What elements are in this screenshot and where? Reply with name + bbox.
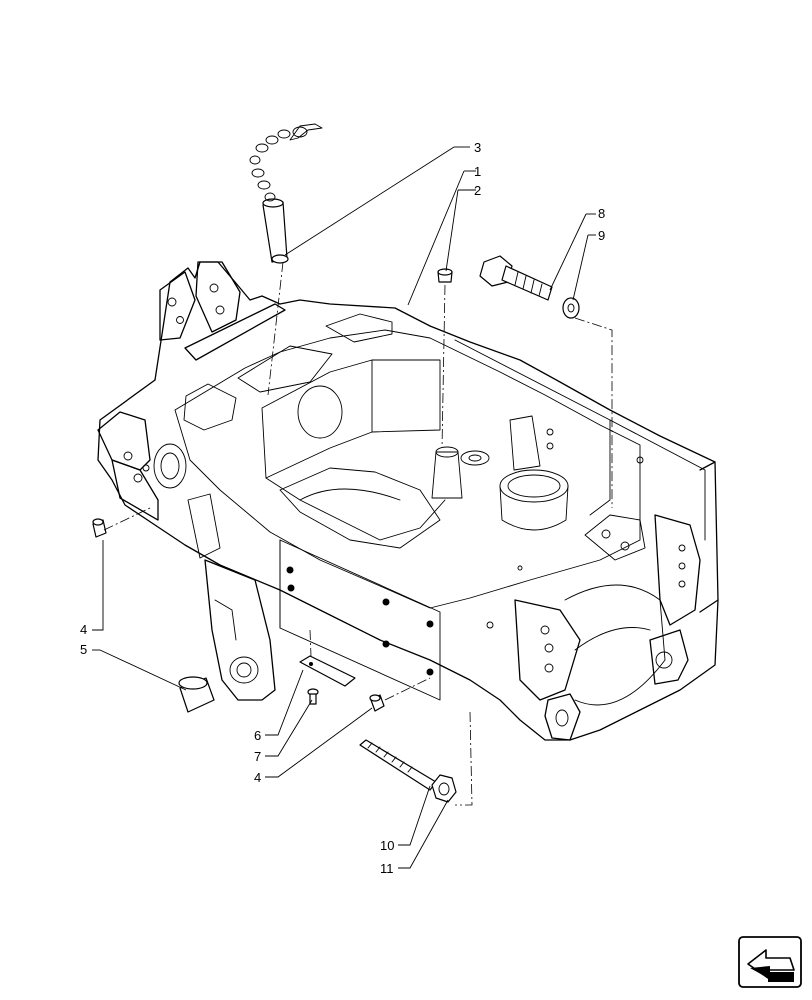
callout-2: 2	[474, 183, 481, 198]
plate	[299, 655, 356, 687]
bush-lower	[369, 694, 385, 712]
centerlines	[103, 261, 613, 806]
sleeve	[178, 676, 215, 713]
callout-9: 9	[598, 228, 605, 243]
callout-7: 7	[254, 749, 261, 764]
callout-6: 6	[254, 728, 261, 743]
bolt	[479, 255, 553, 301]
callout-10: 10	[380, 838, 394, 853]
callout-8: 8	[598, 206, 605, 221]
callout-4-lower: 4	[254, 770, 261, 785]
callout-3: 3	[474, 140, 481, 155]
callout-11: 11	[380, 861, 394, 876]
callout-labels: 3 1 2 8 9 4 5 6 7 4 10 11	[80, 140, 605, 876]
plug	[437, 268, 453, 283]
pin-with-chain	[249, 123, 323, 264]
previous-page-arrow-icon	[738, 936, 802, 988]
stud-bolt	[359, 739, 437, 791]
leader-lines	[92, 146, 596, 869]
washer	[562, 297, 580, 319]
screw	[307, 688, 319, 705]
callout-1: 1	[474, 164, 481, 179]
nut	[431, 774, 457, 803]
bush-left	[92, 518, 107, 538]
callout-4-upper: 4	[80, 622, 87, 637]
front-support-casting	[97, 261, 719, 741]
previous-page-button[interactable]	[738, 936, 802, 988]
callout-5: 5	[80, 642, 87, 657]
